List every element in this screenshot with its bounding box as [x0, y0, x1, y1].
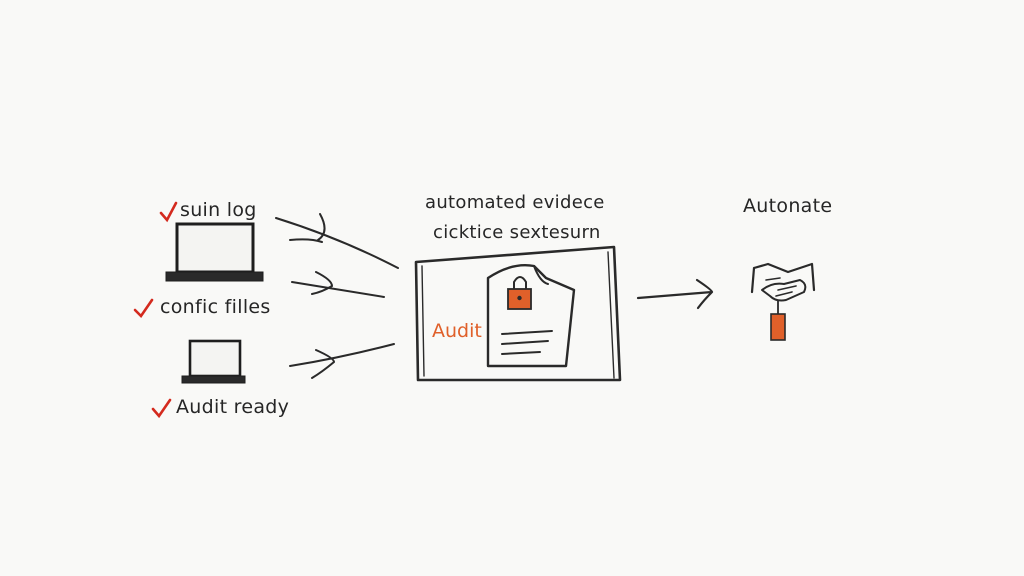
tag-icon: [770, 313, 786, 341]
arrow-icon: [289, 343, 395, 379]
output-automate: Autonate: [743, 195, 832, 341]
checkmark-icon: [133, 298, 154, 319]
evidence-box: [414, 245, 622, 382]
arrow-icon: [275, 213, 399, 269]
output-label: Autonate: [743, 195, 832, 217]
input-label-log: suin log: [180, 199, 257, 221]
arrow-icon: [636, 278, 714, 310]
input-label-audit-ready: Audit ready: [176, 396, 289, 418]
checkmark-icon: [151, 398, 172, 419]
laptop-icon: [165, 222, 264, 282]
handshake-icon: [750, 262, 816, 302]
input-label-config: confic filles: [160, 296, 271, 318]
evidence-collection-system: automated evidece cicktice sextesurn Aud…: [414, 192, 622, 382]
center-caption-line1: automated evidece: [425, 192, 605, 213]
input-item-config: confic filles: [133, 271, 385, 319]
arrow-icon: [291, 271, 385, 298]
laptop-icon: [181, 339, 246, 384]
center-caption-line2: cicktice sextesurn: [433, 222, 601, 243]
audit-label: Audit: [432, 320, 482, 342]
padlock-icon: [507, 276, 532, 310]
input-item-audit-ready: Audit ready: [151, 339, 395, 419]
checkmark-icon: [159, 201, 178, 223]
input-item-log: suin log: [159, 199, 399, 282]
document-icon: [486, 264, 576, 368]
